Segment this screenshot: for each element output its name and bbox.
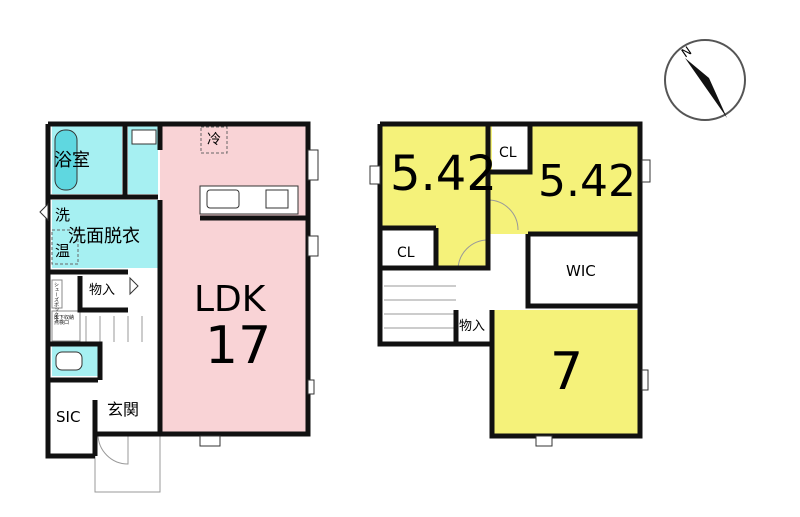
- shoe-box-label: シューズボックス: [53, 282, 59, 322]
- closet-1-area: [382, 228, 434, 268]
- storage-label-2f: 物入: [459, 319, 486, 334]
- toilet: [55, 351, 83, 371]
- shoe-box-outline: [51, 279, 63, 309]
- bath-label: 浴室: [54, 150, 90, 171]
- fridge-space: [200, 126, 228, 154]
- washroom-area: [52, 200, 158, 268]
- closet-2-label: CL: [499, 145, 517, 161]
- bedroom-3-area: [492, 310, 640, 436]
- ldk-area: [160, 126, 306, 434]
- fridge-label: 冷: [207, 132, 221, 148]
- ldk-size: 17: [205, 316, 272, 376]
- stove: [265, 189, 289, 209]
- compass: [664, 39, 746, 121]
- basin: [131, 129, 157, 145]
- kitchen-sink: [206, 189, 240, 209]
- bedroom-3-size: 7: [550, 342, 584, 402]
- storage-label-1f: 物入: [89, 283, 116, 298]
- washroom-label: 洗面脱衣: [68, 226, 140, 247]
- entrance-label: 玄関: [107, 400, 140, 419]
- bedroom-1-size: 5.42: [390, 146, 497, 202]
- wic-label: WIC: [566, 262, 596, 280]
- sic-label: SIC: [56, 408, 81, 426]
- water-heater-label: 温: [55, 242, 71, 260]
- water-heater-space: [51, 229, 79, 265]
- closet-1-label: CL: [397, 245, 415, 261]
- underfloor-hatch-label: 床下収納点検口: [54, 315, 75, 326]
- washer-label: 洗: [55, 206, 71, 224]
- north-arrow-icon: [685, 58, 727, 118]
- bedroom-2-size: 5.42: [538, 156, 636, 207]
- ldk-label: LDK: [194, 279, 266, 320]
- bathtub: [54, 129, 78, 191]
- underfloor-hatch: [51, 310, 81, 342]
- closet-2-area: [492, 126, 530, 170]
